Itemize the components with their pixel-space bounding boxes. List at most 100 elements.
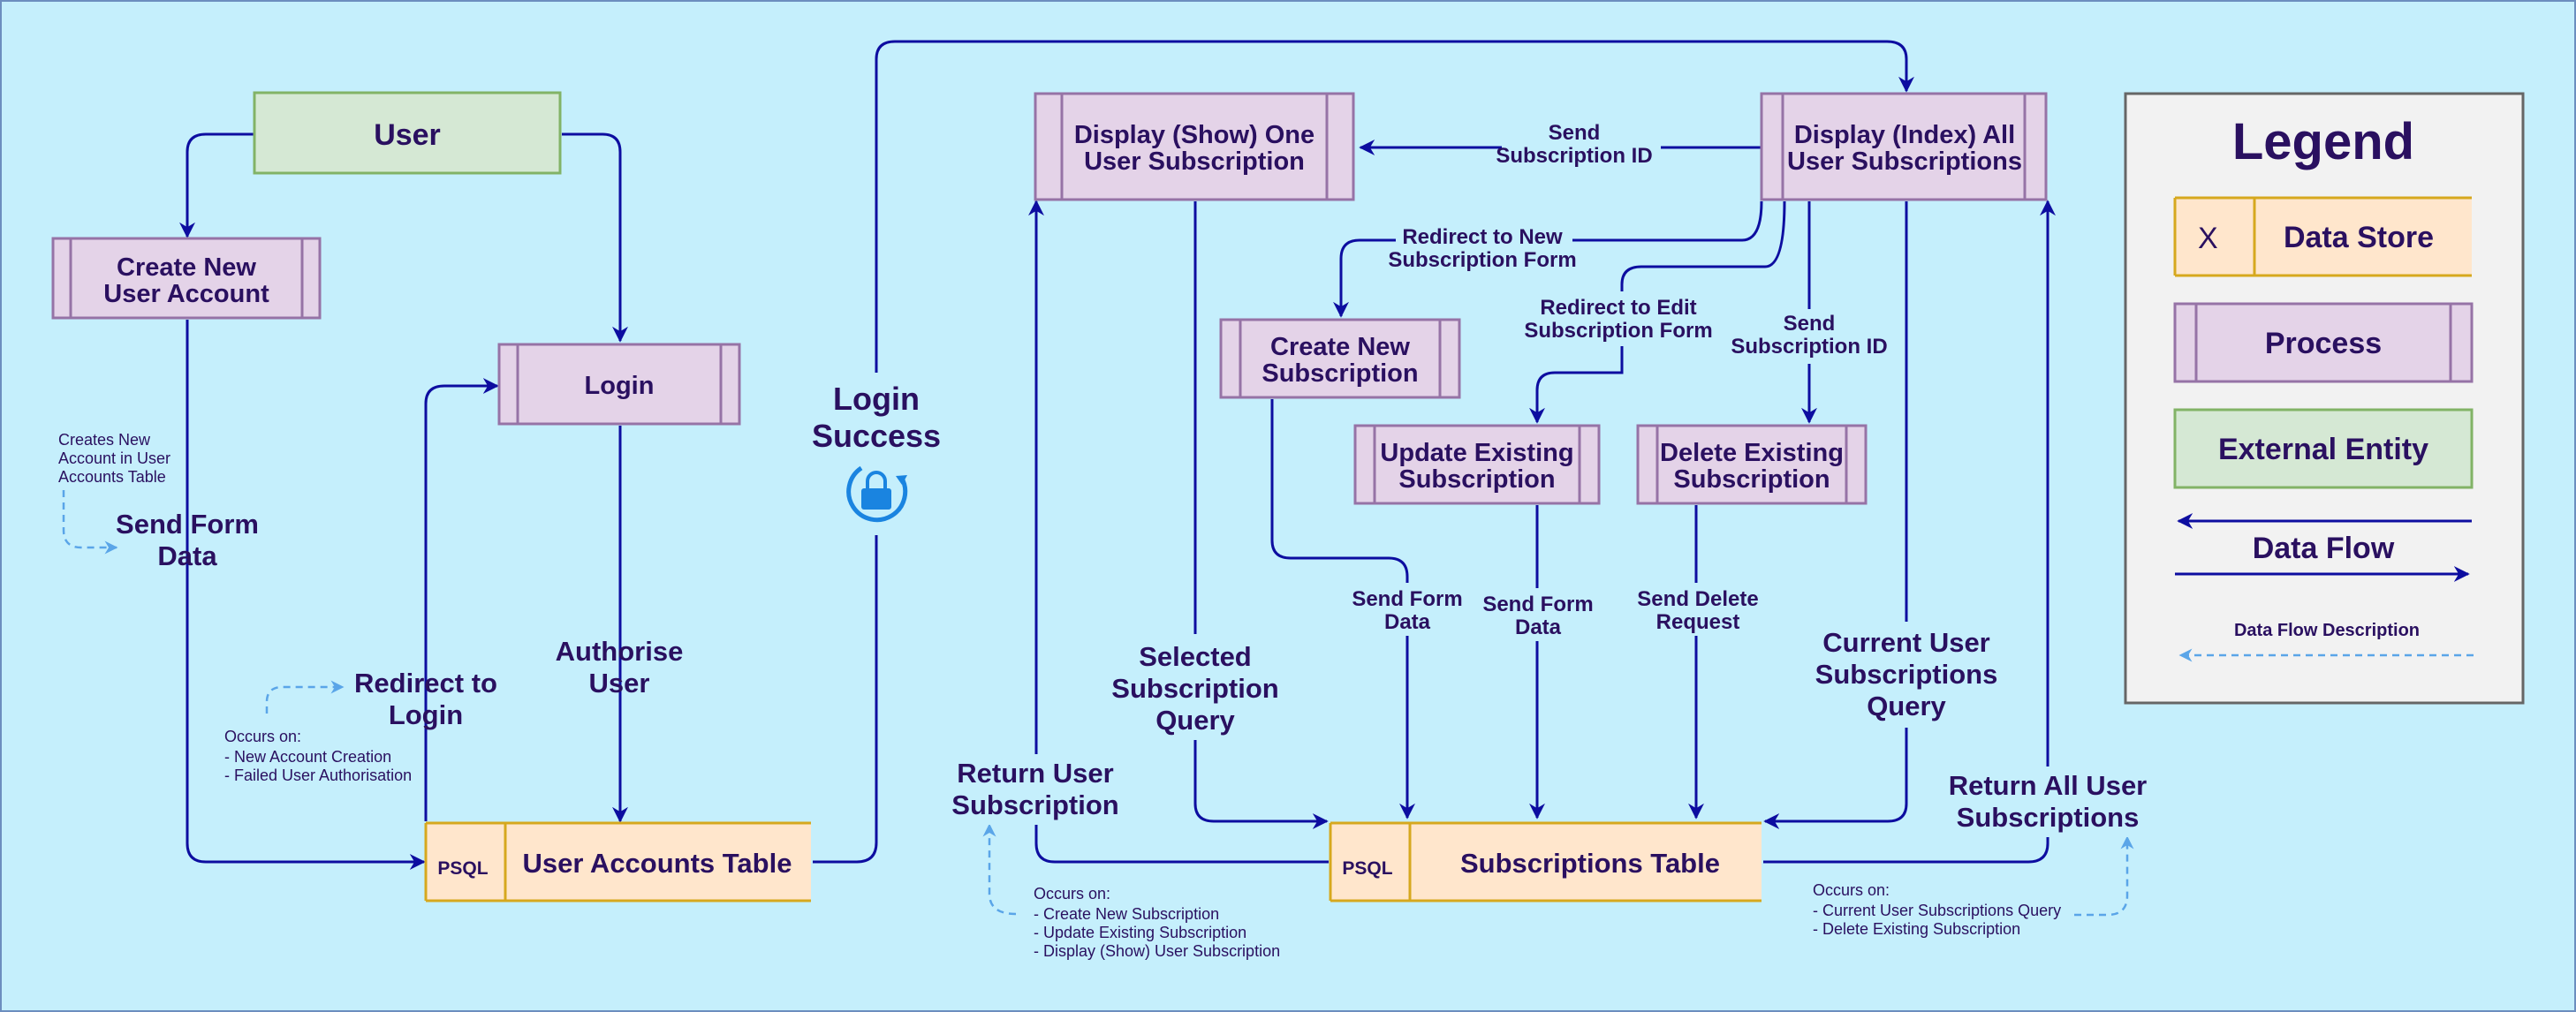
user-label: User <box>374 118 441 152</box>
create-account-line2: User Account <box>103 280 269 308</box>
flow-table-to-login <box>424 378 499 821</box>
label-redirect-edit-2: Subscription Form <box>1524 319 1712 343</box>
show-one-line1: Display (Show) One <box>1074 121 1315 149</box>
label-send-form-data-1: Send Form <box>116 509 259 540</box>
show-one-line2: User Subscription <box>1084 147 1305 176</box>
login-label: Login <box>585 372 655 400</box>
flow-index-to-update <box>1529 200 1786 424</box>
subscriptions-tag: PSQL <box>1342 858 1392 879</box>
index-all-line2: User Subscriptions <box>1787 147 2022 176</box>
note-return-all-title: Occurs on: <box>1813 881 1890 899</box>
label-login-success-1: Login <box>833 381 920 417</box>
label-send-form-update-2: Data <box>1515 616 1562 639</box>
process-create-subscription: Create New Subscription <box>1219 318 1461 399</box>
data-store-user-accounts: PSQL User Accounts Table <box>424 821 811 902</box>
label-send-delete-1: Send Delete <box>1637 587 1758 611</box>
label-send-sub-id-delete-2: Subscription ID <box>1731 335 1887 359</box>
flow-login-success-lower <box>813 535 878 864</box>
flow-table-to-show <box>1028 200 1329 864</box>
label-current-query-1: Current User <box>1822 627 1990 658</box>
create-account-line1: Create New <box>117 253 256 282</box>
label-return-all-2: Subscriptions <box>1957 802 2140 833</box>
flow-index-to-table <box>1763 201 1908 829</box>
note-creates-2: Account in User <box>58 449 170 467</box>
legend-data-store: X Data Store <box>2173 196 2472 277</box>
label-send-form-create-2: Data <box>1384 610 1431 634</box>
label-selected-query-1: Selected <box>1139 641 1252 672</box>
label-send-form-update-1: Send Form <box>1482 593 1593 616</box>
flow-show-to-table <box>1193 201 1329 829</box>
delete-sub-line1: Delete Existing <box>1660 439 1844 467</box>
legend-title: Legend <box>2232 113 2414 170</box>
legend-data-flow-desc-label: Data Flow Description <box>2234 621 2420 640</box>
process-login: Login <box>497 343 741 426</box>
note-return-user-item-1: - Create New Subscription <box>1034 905 1219 923</box>
flow-index-to-create <box>1333 200 1763 318</box>
desc-arrow-return-all <box>2074 835 2134 917</box>
flow-user-to-login <box>562 132 628 343</box>
flow-login-success-upper <box>875 40 1914 399</box>
legend-data-store-label: Data Store <box>2284 221 2434 254</box>
note-return-all-item-2: - Delete Existing Subscription <box>1813 920 2020 938</box>
flow-user-to-create-account <box>179 132 254 238</box>
index-all-line1: Display (Index) All <box>1794 121 2015 149</box>
legend-data-flow: Data Flow <box>2175 513 2472 582</box>
external-entity-user: User <box>253 91 562 175</box>
legend-external-entity-label: External Entity <box>2218 433 2428 466</box>
label-return-user-2: Subscription <box>951 789 1118 820</box>
desc-arrow-send-form-data <box>62 490 118 555</box>
label-redirect-1: Redirect to <box>354 668 497 699</box>
legend-data-flow-label: Data Flow <box>2253 532 2395 565</box>
label-login-success-2: Success <box>812 418 941 454</box>
note-redirect-item-2: - Failed User Authorisation <box>224 767 412 784</box>
note-creates-1: Creates New <box>58 431 151 449</box>
label-redirect-edit-1: Redirect to Edit <box>1540 296 1696 320</box>
process-index-all: Display (Index) All User Subscriptions <box>1760 92 2048 201</box>
note-return-user-item-3: - Display (Show) User Subscription <box>1034 942 1280 960</box>
label-redirect-new-2: Subscription Form <box>1388 248 1576 272</box>
lock-icon <box>846 465 908 523</box>
return-all-label-bg <box>1947 767 2152 837</box>
legend-data-flow-description: Data Flow Description <box>2178 621 2474 662</box>
flow-label-backgrounds <box>802 115 1889 641</box>
note-return-all-item-1: - Current User Subscriptions Query <box>1813 902 2061 919</box>
update-sub-line2: Subscription <box>1398 465 1555 494</box>
label-selected-query-2: Subscription <box>1111 673 1278 704</box>
create-sub-line2: Subscription <box>1261 359 1418 388</box>
note-redirect-title: Occurs on: <box>224 728 301 745</box>
current-query-label-bg <box>1802 622 2011 728</box>
label-send-sub-id-top-2: Subscription ID <box>1496 144 1652 168</box>
legend-process-label: Process <box>2265 327 2382 360</box>
subscriptions-label: Subscriptions Table <box>1460 848 1720 879</box>
label-authorise-1: Authorise <box>556 636 684 667</box>
flow-lines <box>179 40 2056 870</box>
label-current-query-3: Query <box>1867 691 1946 721</box>
process-show-one: Display (Show) One User Subscription <box>1034 92 1355 201</box>
legend-process: Process <box>2173 302 2474 383</box>
note-redirect-item-1: - New Account Creation <box>224 748 391 766</box>
label-send-delete-2: Request <box>1656 610 1740 634</box>
data-store-subscriptions: PSQL Subscriptions Table <box>1329 821 1762 902</box>
legend: Legend X Data Store Process External Ent… <box>2124 92 2525 705</box>
description-arrows <box>62 490 2134 917</box>
label-return-user-1: Return User <box>957 758 1113 789</box>
note-return-user-title: Occurs on: <box>1034 885 1110 902</box>
desc-arrow-return-user <box>982 823 1017 916</box>
update-sub-line1: Update Existing <box>1380 439 1573 467</box>
flow-create-to-table <box>1270 399 1415 819</box>
label-send-sub-id-delete-1: Send <box>1784 312 1836 336</box>
label-selected-query-3: Query <box>1155 705 1235 736</box>
selected-query-label-bg <box>1110 634 1283 740</box>
note-creates-3: Accounts Table <box>58 468 166 486</box>
process-create-account: Create New User Account <box>51 237 322 320</box>
label-authorise-2: User <box>589 668 650 699</box>
legend-external-entity: External Entity <box>2173 408 2474 489</box>
create-sub-line1: Create New <box>1270 333 1410 361</box>
process-update-subscription: Update Existing Subscription <box>1353 424 1601 505</box>
label-return-all-1: Return All User <box>1949 770 2148 801</box>
flow-create-account-to-table <box>186 320 426 870</box>
note-return-user-item-2: - Update Existing Subscription <box>1034 924 1246 941</box>
legend-data-store-tag: X <box>2198 222 2218 255</box>
